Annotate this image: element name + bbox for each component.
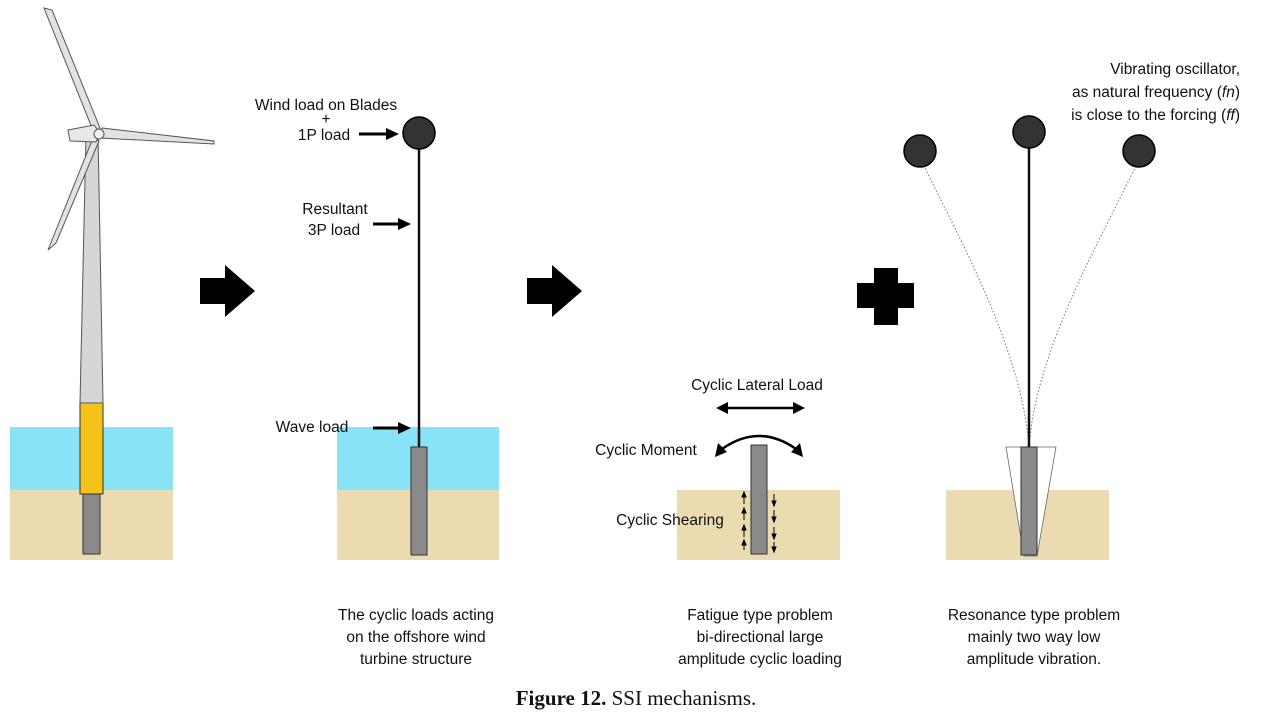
caption-panel3-line2: bi-directional large	[697, 629, 824, 646]
transition-piece	[79, 402, 104, 495]
arrow-wave-load	[373, 422, 411, 434]
deflected-shape-left	[921, 161, 1030, 448]
caption-panel2-line3: turbine structure	[360, 651, 472, 668]
label-cyclic-moment: Cyclic Moment	[595, 442, 697, 459]
label-cyclic-shearing: Cyclic Shearing	[616, 512, 724, 529]
turbine-blade-right	[99, 127, 215, 145]
label-wave-load: Wave load	[276, 419, 349, 436]
label-resultant: Resultant	[302, 201, 368, 218]
label-forcing-frequency: is close to the forcing (ff)	[1071, 107, 1240, 124]
plus-sign	[857, 268, 914, 325]
monopile-4	[1020, 446, 1038, 556]
label-cyclic-lateral-load: Cyclic Lateral Load	[691, 377, 823, 394]
monopile-1	[82, 489, 101, 555]
rotor-mass-left	[903, 134, 937, 168]
arrow-cyclic-moment	[715, 434, 803, 457]
monopile-3	[750, 444, 768, 555]
rotor-mass-2	[402, 116, 436, 150]
caption-panel2-line1: The cyclic loads acting	[338, 607, 494, 624]
turbine-hub	[93, 128, 105, 140]
label-wind-load-blades: Wind load on Blades	[255, 97, 397, 114]
label-3p-load: 3P load	[308, 222, 360, 239]
label-natural-frequency: as natural frequency (fn)	[1072, 84, 1240, 101]
turbine-panel	[10, 7, 215, 560]
caption-panel4-line3: amplitude vibration.	[967, 651, 1101, 668]
label-1p-load: 1P load	[298, 127, 350, 144]
deflected-shape-right	[1028, 161, 1139, 448]
fatigue-panel: Cyclic Lateral Load Cyclic Moment Cyclic…	[595, 377, 842, 668]
figure-text: SSI mechanisms.	[606, 686, 757, 710]
figure-caption: Figure 12. SSI mechanisms.	[0, 686, 1272, 711]
arrow-cyclic-lateral	[716, 402, 805, 414]
caption-panel4-line1: Resonance type problem	[948, 607, 1120, 624]
resonance-panel: Vibrating oscillator, as natural frequen…	[903, 61, 1240, 668]
shear-arrows	[741, 490, 777, 554]
flow-arrow-2	[527, 265, 582, 317]
loads-panel: Wind load on Blades + 1P load Resultant …	[255, 97, 499, 668]
label-vibrating-oscillator: Vibrating oscillator,	[1110, 61, 1240, 78]
rotor-mass-right	[1122, 134, 1156, 168]
caption-panel3-line3: amplitude cyclic loading	[678, 651, 842, 668]
caption-panel4-line2: mainly two way low	[968, 629, 1101, 646]
monopile-2	[410, 446, 428, 556]
caption-panel2-line2: on the offshore wind	[346, 629, 485, 646]
turbine-blade-up	[43, 7, 101, 134]
arrow-3p-load	[373, 218, 411, 230]
flow-arrow-1	[200, 265, 255, 317]
arrow-1p-load	[359, 128, 399, 140]
rotor-mass-center	[1012, 115, 1046, 149]
caption-panel3-line1: Fatigue type problem	[687, 607, 833, 624]
label-plus: +	[321, 111, 330, 128]
figure-label: Figure 12.	[515, 686, 607, 710]
